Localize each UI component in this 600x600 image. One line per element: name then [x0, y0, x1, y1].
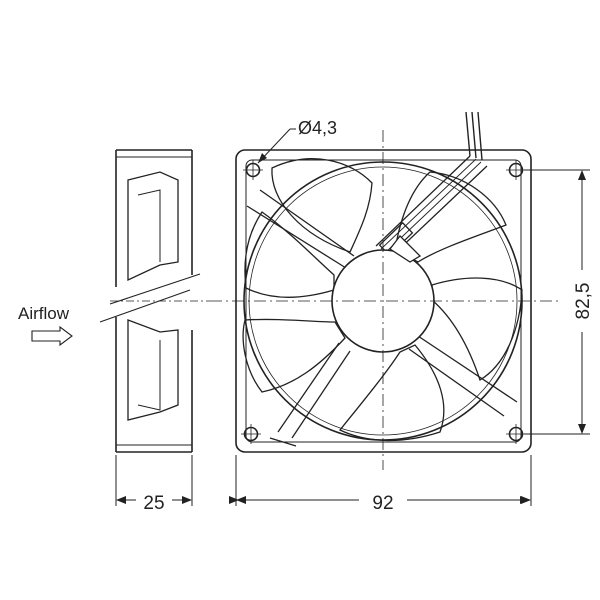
lead-wires: [465, 111, 483, 161]
mounting-holes: [241, 160, 526, 444]
centre-lines: [210, 130, 560, 470]
side-view: [99, 149, 201, 453]
struts: [246, 189, 518, 447]
airflow-label: Airflow: [18, 304, 70, 323]
width-label: 92: [372, 493, 393, 514]
depth-label: 25: [143, 493, 164, 514]
fan-blades: [242, 158, 523, 442]
front-view: [235, 111, 532, 453]
dimension-arrows: [116, 153, 586, 504]
dimensions: [115, 128, 590, 506]
hole-diameter-label: Ø4,3: [298, 118, 337, 138]
airflow-arrow: [31, 325, 73, 347]
hub-wedges: [389, 235, 422, 263]
hole-spacing-label: 82,5: [573, 283, 594, 320]
